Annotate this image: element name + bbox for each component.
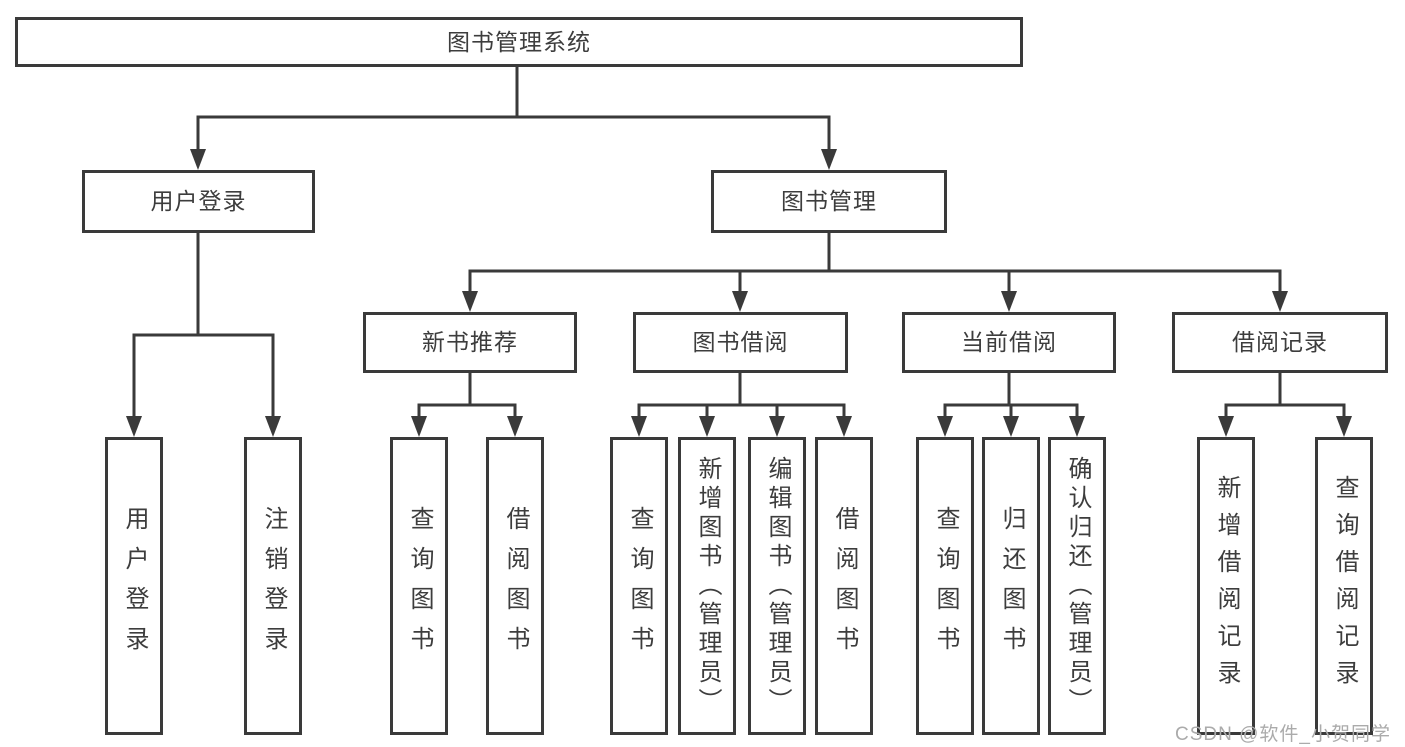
leaf-query-books-current: 查询图书 [916, 437, 974, 735]
node-new-book-recommend: 新书推荐 [363, 312, 577, 373]
leaf-edit-books-admin: 编辑图书（管理员） [748, 437, 806, 735]
node-book-management: 图书管理 [711, 170, 947, 233]
leaf-logout-login: 注销登录 [244, 437, 302, 735]
watermark: CSDN @软件_小贺同学 [1175, 724, 1391, 745]
node-library-system: 图书管理系统 [15, 17, 1023, 67]
leaf-user-login: 用户登录 [105, 437, 163, 735]
leaf-add-borrow-record: 新增借阅记录 [1197, 437, 1255, 735]
leaf-borrow-books: 借阅图书 [815, 437, 873, 735]
node-book-borrowing: 图书借阅 [633, 312, 848, 373]
leaf-borrow-books-recommend: 借阅图书 [486, 437, 544, 735]
leaf-return-books: 归还图书 [982, 437, 1040, 735]
node-current-borrowing: 当前借阅 [902, 312, 1116, 373]
leaf-confirm-return-admin: 确认归还（管理员） [1048, 437, 1106, 735]
node-borrow-records: 借阅记录 [1172, 312, 1388, 373]
leaf-add-books-admin: 新增图书（管理员） [678, 437, 736, 735]
leaf-query-books-recommend: 查询图书 [390, 437, 448, 735]
node-user-login: 用户登录 [82, 170, 315, 233]
leaf-query-borrow-record: 查询借阅记录 [1315, 437, 1373, 735]
leaf-query-books-borrow: 查询图书 [610, 437, 668, 735]
